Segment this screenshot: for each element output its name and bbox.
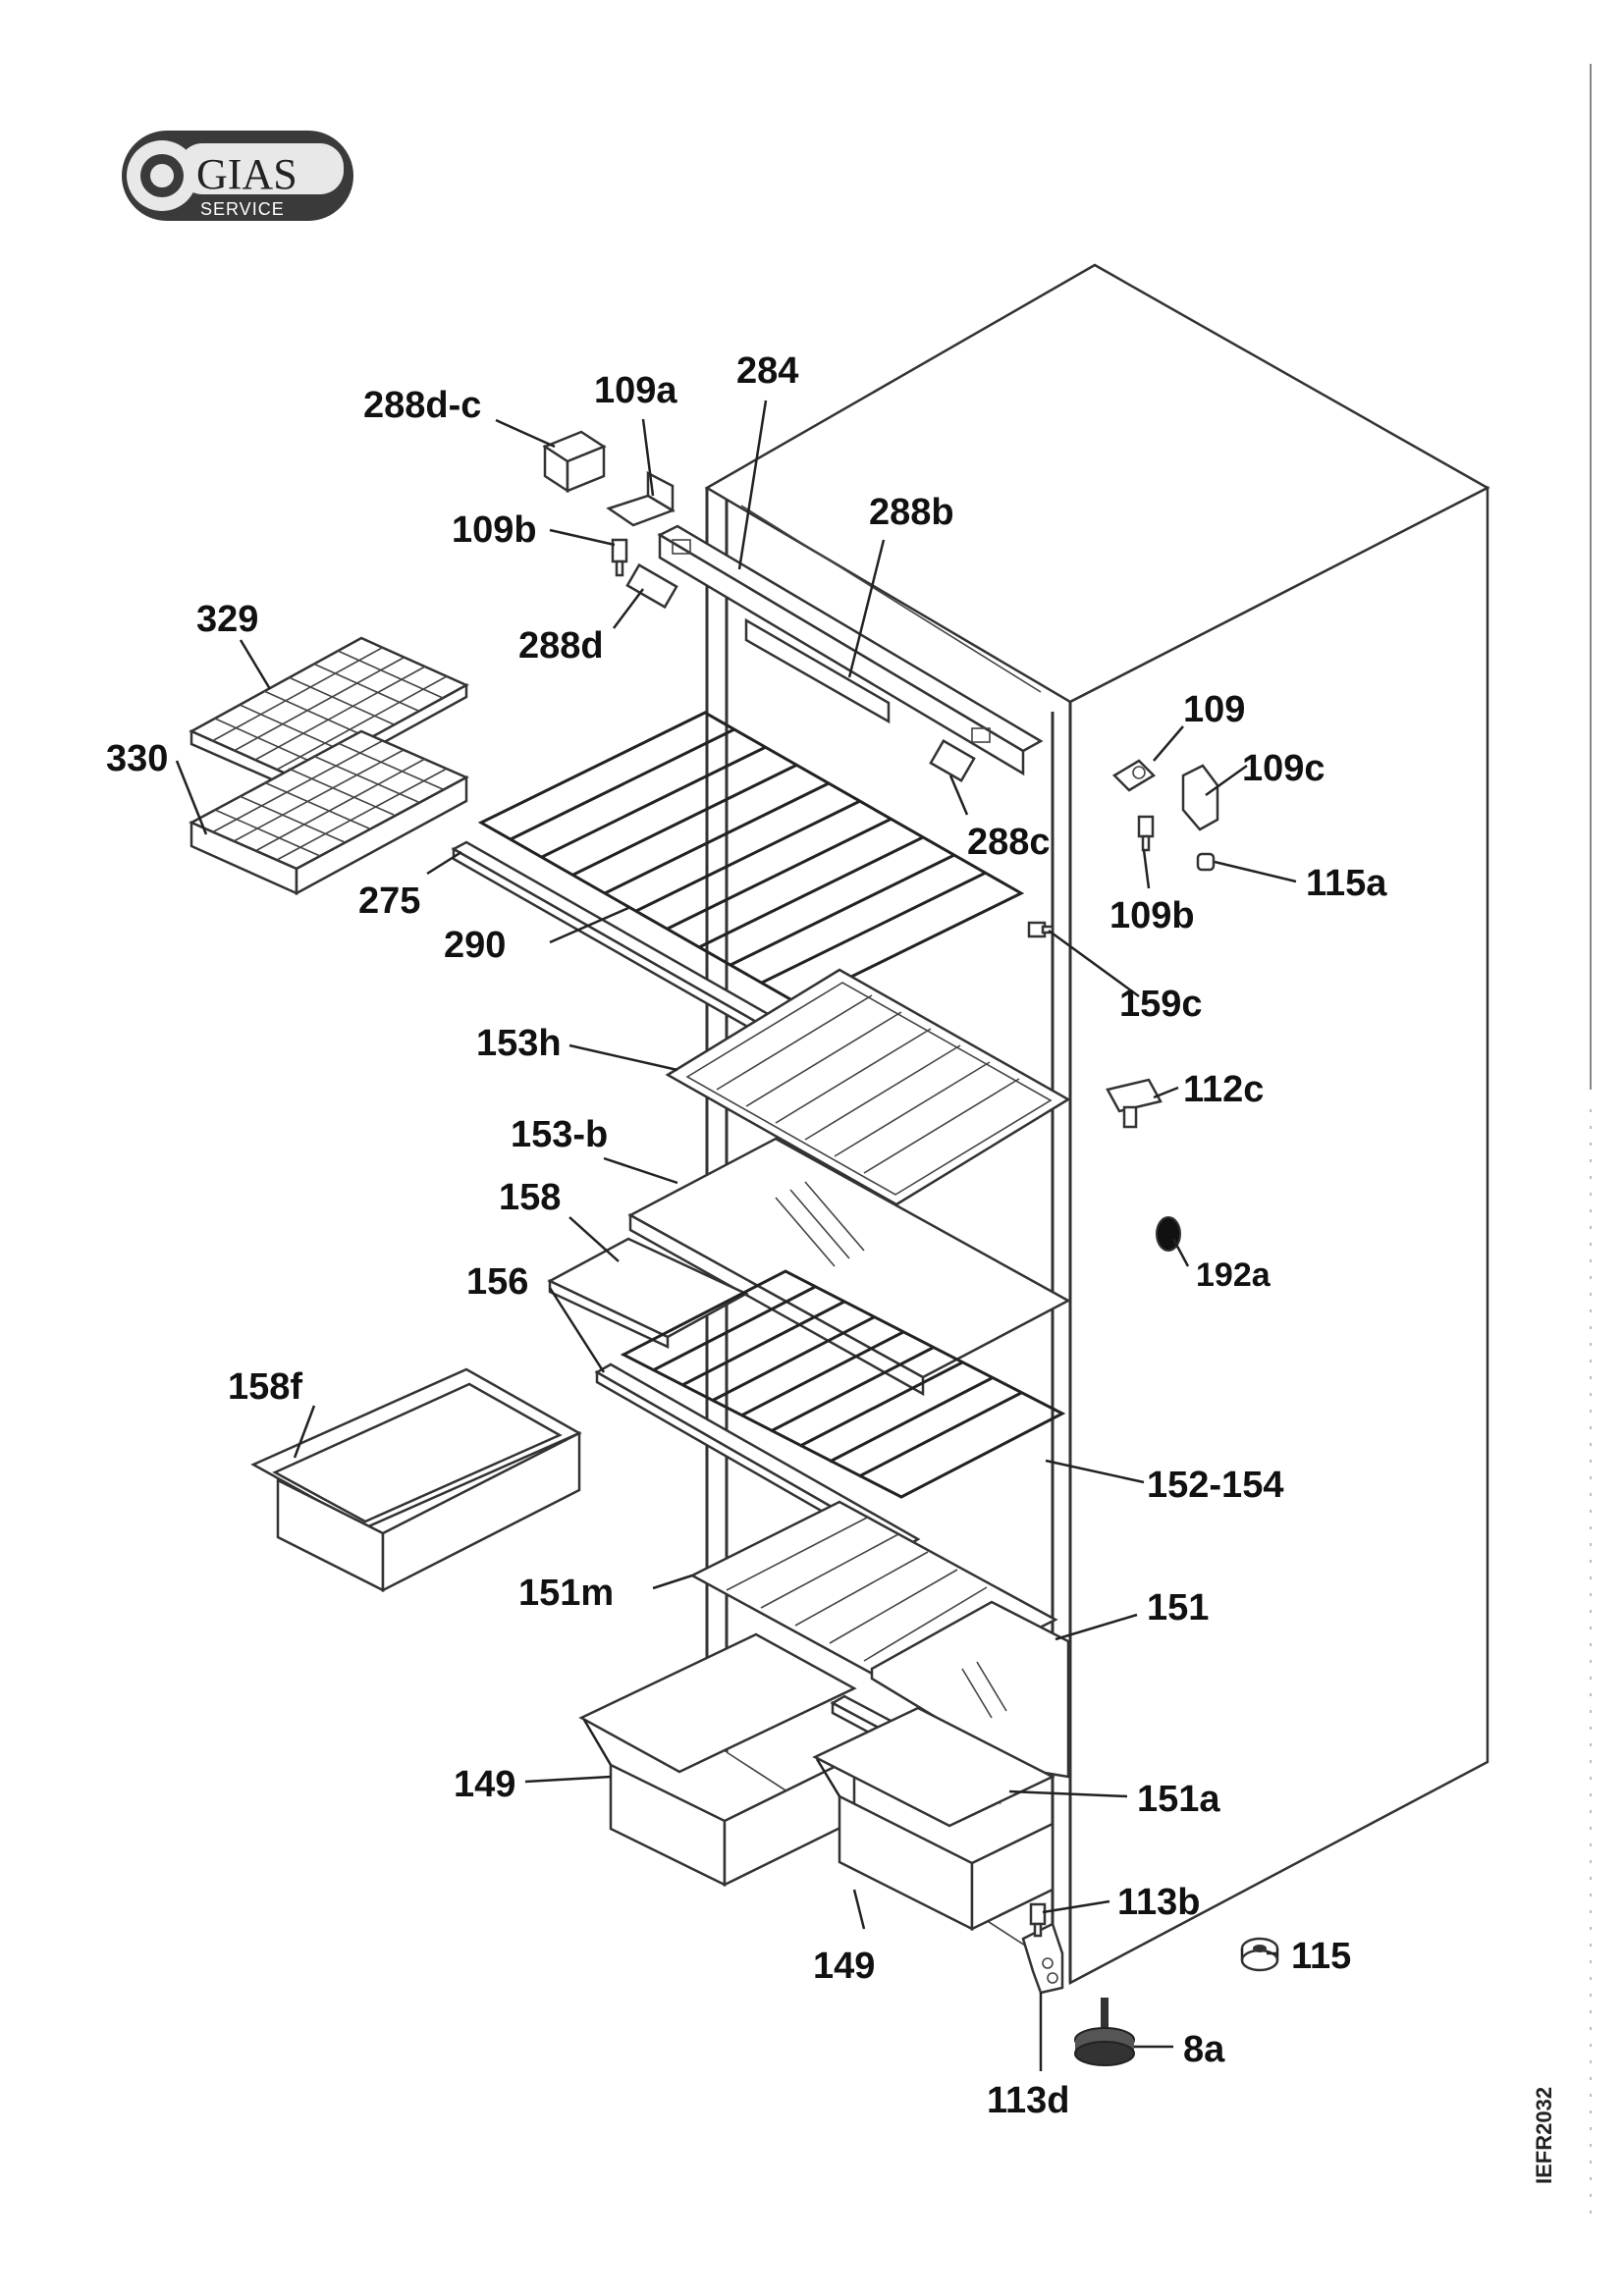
label-288d-c: 288d-c (363, 385, 481, 426)
fridge-cabinet (704, 263, 1490, 1986)
label-8a: 8a (1183, 2029, 1225, 2070)
glass-151 (870, 1600, 1070, 1779)
label-113d: 113d (987, 2080, 1070, 2121)
foot-8a (1074, 1998, 1135, 2066)
label-284: 284 (736, 350, 798, 392)
label-288d: 288d (518, 625, 604, 667)
label-156: 156 (466, 1261, 528, 1303)
hinge-109 (1111, 759, 1157, 792)
hinge-109c (1181, 764, 1219, 831)
label-109c: 109c (1242, 748, 1325, 789)
pin-109b-right (1137, 815, 1155, 852)
label-152-154: 152-154 (1147, 1465, 1283, 1506)
crisper-149-bottom (812, 1706, 1055, 1932)
label-109b-right: 109b (1109, 895, 1195, 936)
label-192a: 192a (1196, 1256, 1271, 1294)
pin-113b (1029, 1902, 1047, 1938)
label-112c: 112c (1183, 1069, 1264, 1110)
hinge-113d (1021, 1922, 1064, 1995)
shelf-frame-153h (665, 968, 1071, 1206)
hinge-112c (1106, 1078, 1163, 1129)
crisper-158f (250, 1367, 582, 1593)
crisper-149-left (578, 1632, 857, 1888)
ice-tray-330 (189, 729, 469, 896)
label-329: 329 (196, 599, 258, 640)
logo-brand: GIAS (196, 150, 298, 198)
label-288b: 288b (869, 492, 954, 533)
part-288d (625, 562, 678, 610)
label-113b: 113b (1117, 1882, 1201, 1923)
part-labels: 288d-c 109a 284 288b 109b 288d 329 330 2… (106, 350, 1387, 2121)
hinge-109a (606, 470, 676, 527)
wire-shelf-275 (477, 711, 1025, 1005)
label-109: 109 (1183, 689, 1245, 730)
gias-service-logo: GIAS SERVICE (122, 131, 353, 221)
label-153-b: 153-b (511, 1114, 608, 1155)
drawing-code: IEFR2032 (1532, 2087, 1556, 2184)
label-151m: 151m (518, 1573, 614, 1614)
screw-159c (1027, 921, 1055, 938)
label-109a: 109a (594, 370, 677, 411)
label-159c: 159c (1119, 984, 1203, 1025)
label-288c: 288c (967, 822, 1051, 863)
label-153h: 153h (476, 1023, 562, 1064)
label-109b-top: 109b (452, 509, 537, 551)
label-330: 330 (106, 738, 168, 779)
label-151a: 151a (1137, 1779, 1220, 1820)
label-290: 290 (444, 925, 506, 966)
glass-shelf-153-b (627, 1137, 1071, 1397)
wire-shelf-152-154 (620, 1269, 1066, 1499)
label-115: 115 (1291, 1936, 1351, 1977)
leader-lines (175, 400, 1297, 2071)
label-115a: 115a (1306, 863, 1387, 904)
label-149-bottom: 149 (813, 1946, 875, 1987)
label-151: 151 (1147, 1587, 1209, 1629)
cover-158 (547, 1237, 749, 1349)
logo-tagline: SERVICE (200, 199, 285, 219)
part-288d-c (542, 430, 607, 494)
label-275: 275 (358, 881, 420, 922)
bush-115a (1196, 852, 1216, 872)
top-bar-284 (657, 524, 1044, 776)
lamp-cover-288b (744, 617, 891, 724)
label-149-left: 149 (454, 1764, 515, 1805)
part-288c (929, 739, 976, 782)
pin-109b-top (611, 538, 628, 577)
label-158: 158 (499, 1177, 561, 1218)
label-158f: 158f (228, 1366, 302, 1408)
